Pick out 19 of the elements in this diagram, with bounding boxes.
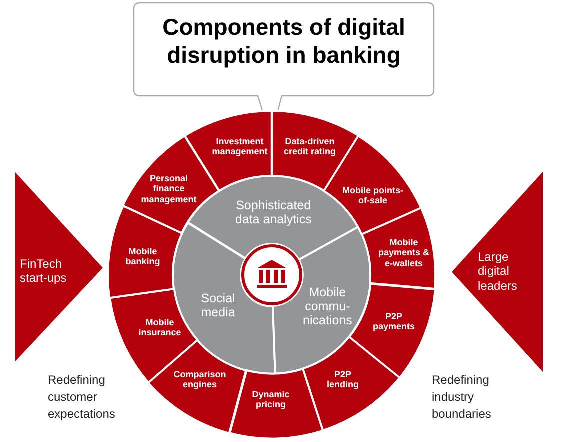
segment-label: Data-driven credit rating bbox=[282, 136, 337, 158]
side-note: Redefining customer expectations bbox=[48, 372, 116, 422]
segment-label: Mobile payments & e-wallets bbox=[378, 237, 430, 268]
segment-label: Mobile commu- nications bbox=[302, 284, 354, 328]
side-note: Redefining industry boundaries bbox=[432, 372, 492, 422]
segment-label: Investment management bbox=[211, 136, 269, 158]
segment-label: Sophisticated data analytics bbox=[234, 198, 313, 228]
segment-label: P2P payments bbox=[372, 312, 416, 332]
segment-label: Dynamic pricing bbox=[251, 390, 291, 410]
title: Components of digital disruption in banking bbox=[162, 14, 406, 70]
segment-label: Mobile banking bbox=[124, 246, 162, 268]
segment-label: Mobile insurance bbox=[138, 318, 182, 338]
triangle-label: Large digital leaders bbox=[478, 250, 518, 294]
segment-label: Mobile points-of-sale bbox=[341, 186, 404, 206]
segment-label: Social media bbox=[200, 292, 236, 320]
triangle-label: FinTech start-ups bbox=[20, 257, 68, 286]
segment-label: Comparison engines bbox=[172, 370, 228, 390]
segment-label: P2P lending bbox=[326, 370, 360, 390]
segment-label: Personal finance management bbox=[140, 173, 198, 204]
